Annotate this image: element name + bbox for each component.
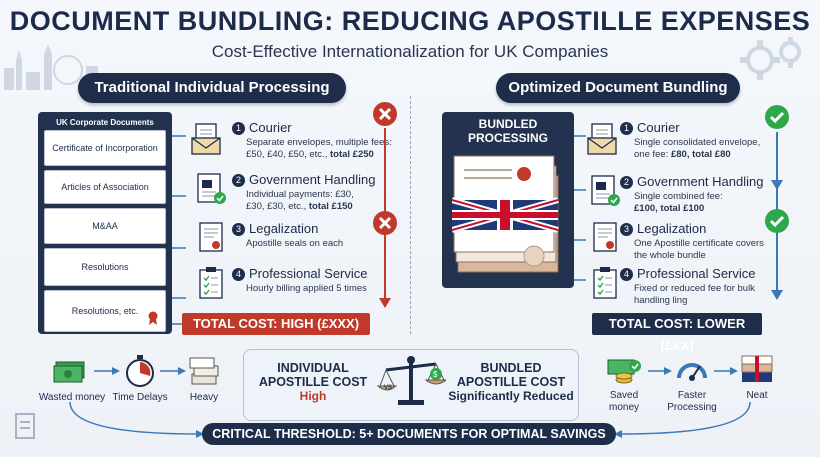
connector-bracket [172,135,186,325]
saved-money-label: Saved money [608,390,639,413]
documents-panel-title: UK Corporate Documents [56,118,154,127]
bundled-cost-title: APOSTILLE COST [456,375,566,389]
arrow-right-icon [648,367,672,375]
document-card: Articles of Association [44,170,166,204]
bundle-label-line: BUNDLED [478,117,538,131]
envelope-icon [191,123,221,155]
document-card: M&AA [44,208,166,244]
certificate-icon [593,222,617,252]
section-traditional-heading: Traditional Individual Processing [78,73,346,103]
step-description: Separate envelopes, multiple fees: £50, … [246,137,392,160]
envelope-icon [587,123,617,155]
step-title: Government Handling [249,172,376,187]
seal-icon [148,311,158,325]
total-cost-high: TOTAL COST: HIGH (£XXX) [182,313,370,335]
step-number: 1 [620,122,633,135]
bundle-label: BUNDLED PROCESSING [442,117,574,145]
step-total: total £250 [329,149,374,160]
green-check-icon [765,209,789,233]
document-label: Resolutions [81,261,129,272]
gears-icon [740,37,801,80]
government-document-icon [197,173,226,204]
total-cost-lower: TOTAL COST: LOWER (£XX) [592,313,762,353]
step-number: 3 [232,223,245,236]
step-description: Hourly billing applied 5 times [246,283,367,294]
individual-cost-title: APOSTILLE COST [258,375,368,389]
government-document-icon [591,175,620,206]
stopwatch-icon [126,355,154,387]
clipboard-checklist-icon [593,267,617,299]
document-label: Resolutions, etc. [71,305,139,316]
document-label: Articles of Association [61,181,149,192]
clipboard-checklist-icon [199,267,223,299]
step-title: Government Handling [637,174,764,189]
vs-label: vs [384,382,392,391]
svg-text:$: $ [433,370,438,379]
faster-processing-label: Faster Processing [667,390,717,413]
step-number: 3 [620,223,633,236]
step-description: Individual payments: £30, £30, £30, etc.… [246,189,354,212]
speedometer-icon [677,363,707,381]
step-description: Single consolidated envelope, one fee: [634,137,761,160]
document-watermark-icon [15,413,35,439]
step-number: 2 [620,176,633,189]
money-icon [53,361,85,383]
balance-scale-icon: $ [376,356,446,405]
bundle-stack-icon [452,155,559,273]
arrow-right-icon [714,367,738,375]
connector-bracket [574,135,586,281]
uk-corporate-documents-panel: UK Corporate Documents Certificate of In… [38,112,172,334]
section-optimized-heading: Optimized Document Bundling [496,73,740,103]
step-title: Legalization [637,221,707,236]
document-label: M&AA [92,220,118,231]
left-flow-arrow [379,128,391,308]
critical-threshold-banner: CRITICAL THRESHOLD: 5+ DOCUMENTS FOR OPT… [202,423,616,445]
step-title: Courier [249,120,292,135]
red-x-icon [373,211,397,235]
right-flow-arrow [771,132,783,300]
bundle-label-line: PROCESSING [467,131,548,145]
arrow-right-icon [94,367,120,375]
wasted-money-label: Wasted money [38,392,106,403]
neat-label: Neat [746,390,768,401]
individual-cost: INDIVIDUAL APOSTILLE COST High [258,361,368,403]
arrow-right-icon [160,367,186,375]
red-x-icon [373,102,397,126]
neat-bundle-icon [741,355,773,382]
step-number: 4 [232,268,245,281]
step-title: Professional Service [249,266,368,281]
heavy-label: Heavy [189,392,219,403]
step-description: Fixed or reduced fee for bulk handling l… [634,283,755,306]
step-title: Courier [637,120,680,135]
page-subtitle: Cost-Effective Internationalization for … [211,42,609,61]
bundled-cost-title: BUNDLED [480,361,542,375]
step-total: £80, total £80 [670,149,731,160]
certificate-icon [199,222,223,252]
step-title: Legalization [249,221,319,236]
threshold-arrows [69,401,751,438]
step-number: 1 [232,122,245,135]
saved-money-icon [607,359,641,384]
document-card: Resolutions [44,248,166,286]
step-total: total £150 [308,201,353,212]
document-card: Resolutions, etc. [44,290,166,332]
step-number: 2 [232,174,245,187]
page-title: DOCUMENT BUNDLING: REDUCING APOSTILLE EX… [9,6,811,36]
bundled-cost-value: Significantly Reduced [448,389,574,403]
individual-cost-value: High [299,389,327,403]
step-total: £100, total £100 [634,203,705,214]
document-card: Certificate of Incorporation [44,130,166,166]
bundled-cost: BUNDLED APOSTILLE COST Significantly Red… [448,361,574,403]
document-label: Certificate of Incorporation [52,142,158,153]
step-description: Single combined fee: [634,191,723,202]
paper-stack-icon [189,357,219,385]
step-description: One Apostille certificate covers the who… [634,238,764,261]
step-title: Professional Service [637,266,756,281]
individual-cost-title: INDIVIDUAL [277,361,349,375]
section-divider [410,96,411,334]
step-number: 4 [620,268,633,281]
time-delays-label: Time Delays [112,392,168,403]
step-description: Apostille seals on each [246,238,344,249]
green-check-icon [765,105,789,129]
